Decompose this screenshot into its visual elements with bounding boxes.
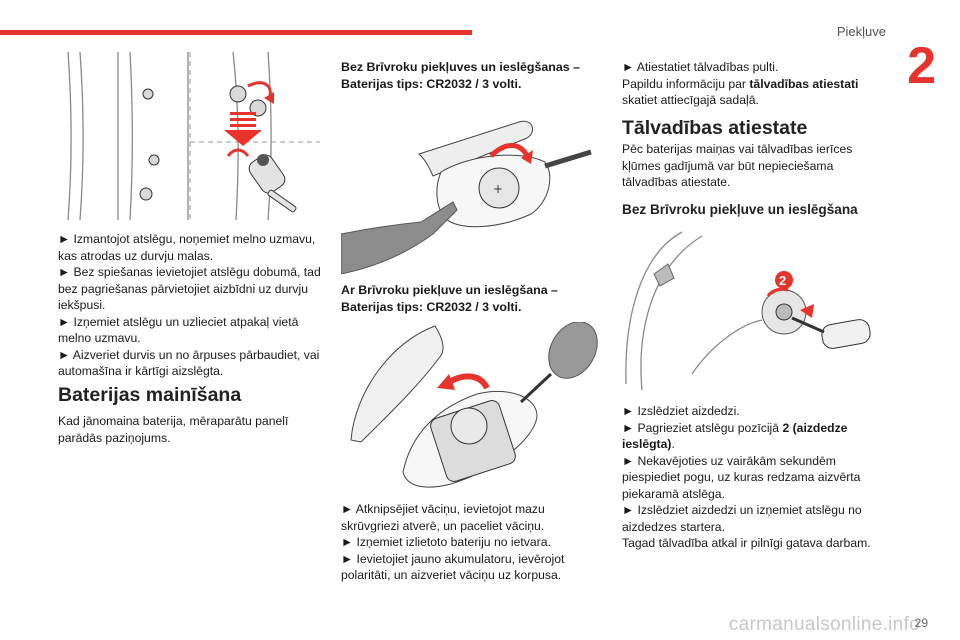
reference-line: Papildu informāciju par tālvadības aties… — [622, 76, 890, 93]
battery-intro-paragraph: Kad jānomaina baterija, mēraparātu panel… — [58, 414, 289, 445]
watermark: carmanualsonline.info — [728, 614, 920, 635]
list-item: ► Pagrieziet atslēgu pozīcijā 2 (aizdedz… — [622, 420, 890, 453]
figure-label-2: 2 — [779, 273, 786, 288]
chapter-number: 2 — [907, 37, 936, 95]
list-item: ► Atiestatiet tālvadības pulti. — [622, 60, 779, 74]
list-item: ► Izņemiet atslēgu un uzlieciet atpakaļ … — [58, 314, 299, 346]
list-item: ► Izslēdziet aizdedzi. — [622, 404, 740, 418]
reference-suffix: skatiet attiecīgajā sadaļā. — [622, 93, 759, 107]
svg-text:+: + — [493, 182, 503, 196]
step-text: ► Pagrieziet atslēgu pozīcijā — [622, 420, 783, 435]
list-item: ► Izslēdziet aizdedzi un izņemiet atslēg… — [622, 503, 862, 534]
battery-steps: ► Atknipsējiet vāciņu, ievietojot mazu s… — [341, 501, 603, 584]
closing-note: Tagad tālvadība atkal ir pilnīgi gatava … — [622, 536, 871, 550]
list-item: ► Aizveriet durvis un no ārpuses pārbaud… — [58, 347, 320, 379]
section-title: Piekļuve — [836, 24, 886, 39]
ignition-steps: ► Izslēdziet aizdedzi. ► Pagrieziet atsl… — [622, 403, 890, 552]
step-punctuation: . — [671, 437, 675, 451]
page-number: 29 — [914, 616, 928, 630]
key-battery-illustration-2 — [350, 322, 598, 488]
list-item: ► Atknipsējiet vāciņu, ievietojot mazu s… — [341, 502, 545, 533]
list-item: ► Ievietojiet jauno akumulatoru, ievēroj… — [341, 551, 565, 583]
reset-intro: ► Atiestatiet tālvadības pulti. Papildu … — [622, 59, 890, 109]
heading-battery-replacement: Baterijas mainīšana — [58, 384, 242, 406]
list-item: ► Nekavējoties uz vairākām sekundēm pies… — [622, 453, 861, 501]
reference-prefix: Papildu informāciju par — [622, 76, 750, 91]
list-item: ► Izņemiet izlietoto bateriju no ietvara… — [341, 535, 551, 549]
list-item: ► Izmantojot atslēgu, noņemiet melno uzm… — [58, 232, 316, 263]
heading-remote-reset: Tālvadības atiestate — [622, 117, 808, 139]
ignition-key-illustration: 2 — [625, 231, 871, 391]
reference-link-text: tālvadības atiestati — [749, 76, 859, 91]
step-emphasis: 2 (aizdedze ieslēgta) — [622, 420, 848, 452]
door-lock-illustration — [67, 51, 320, 221]
door-lock-instructions: ► Izmantojot atslēgu, noņemiet melno uzm… — [58, 231, 326, 380]
subheading-no-handsfree-battery: Bez Brīvroku piekļuves un ieslēgšanas – … — [341, 60, 580, 91]
key-battery-illustration-1: + — [341, 120, 592, 274]
subheading-no-handsfree: Bez Brīvroku piekļuve un ieslēgšana — [622, 202, 858, 217]
subheading-handsfree-battery: Ar Brīvroku piekļuve un ieslēgšana – Bat… — [341, 283, 558, 314]
header-accent-bar — [0, 30, 472, 35]
remote-reset-paragraph: Pēc baterijas maiņas vai tālvadības ierī… — [622, 142, 853, 189]
list-item: ► Bez spiešanas ievietojiet atslēgu dobu… — [58, 265, 321, 312]
